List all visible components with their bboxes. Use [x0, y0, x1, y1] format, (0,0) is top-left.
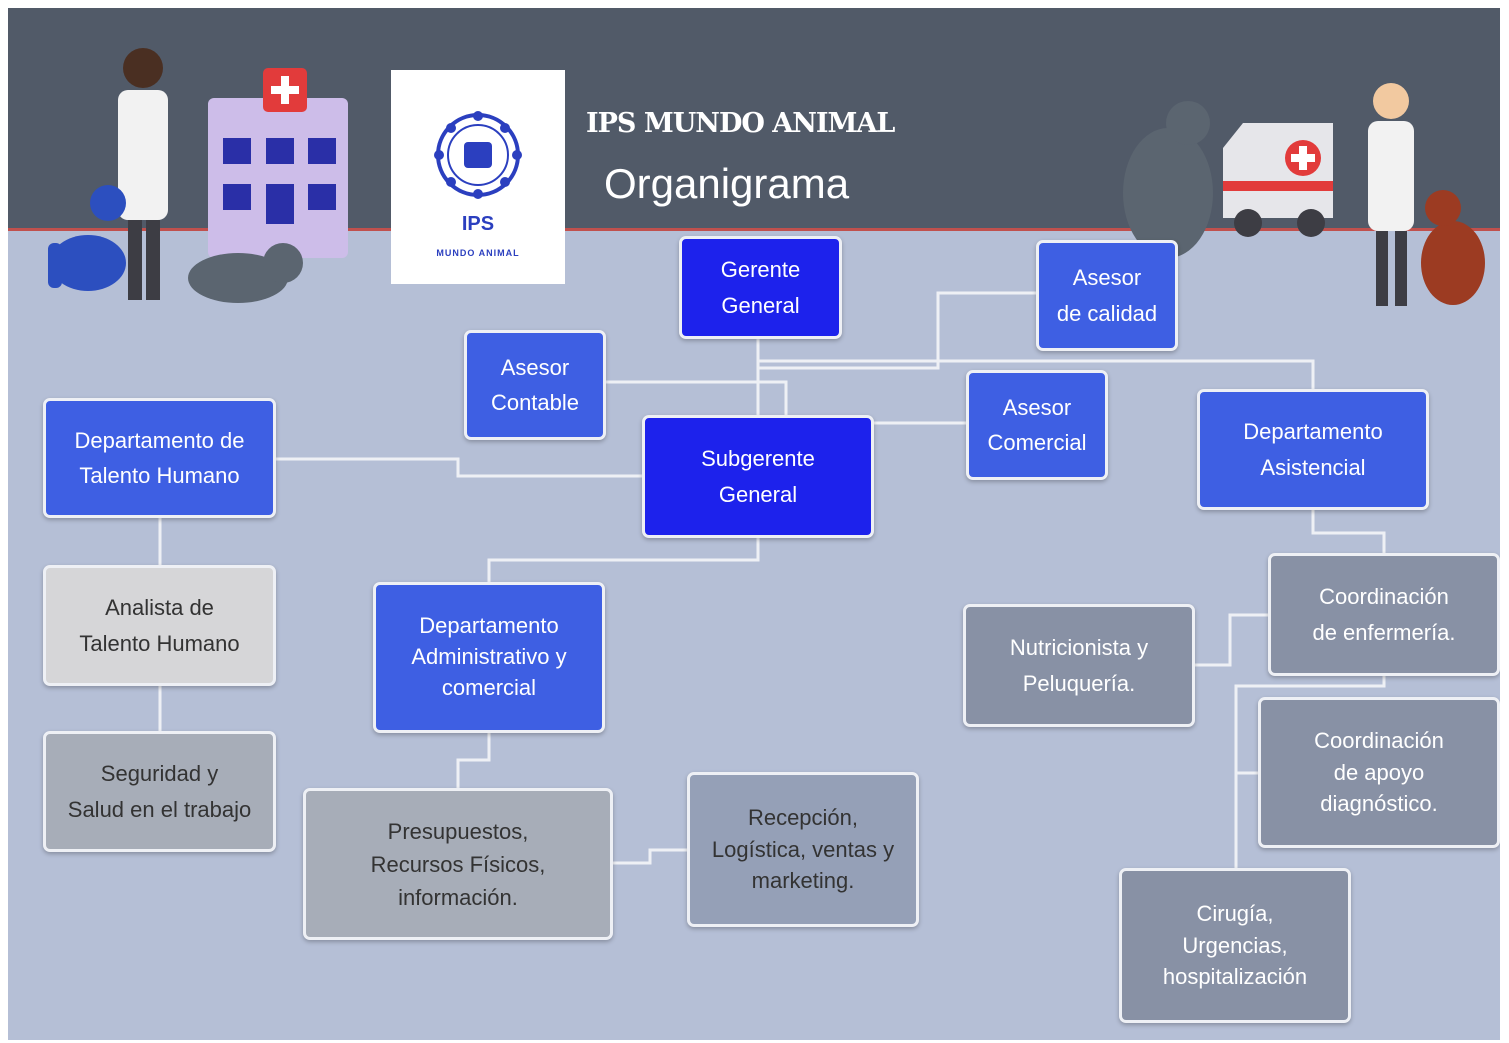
- vet-scene-left: [48, 48, 348, 303]
- cat-icon: [188, 243, 303, 303]
- dog-icon: [1421, 190, 1485, 305]
- cat-icon: [1123, 101, 1213, 258]
- hospital-icon: [208, 68, 348, 258]
- connector-asistencial-enfermeria: [1311, 510, 1386, 553]
- paw-logo-icon: [434, 111, 522, 199]
- brand-title: IPS MUNDO ANIMAL: [586, 108, 895, 139]
- connector-subgerente-admin: [487, 538, 760, 582]
- connector-nutricionista: [1195, 613, 1268, 667]
- connector-contable: [606, 380, 967, 425]
- logo-card: IPS MUNDO ANIMAL: [391, 70, 565, 284]
- logo-text: IPS: [461, 213, 495, 235]
- connector-admin-presupuestos: [456, 733, 491, 788]
- connector-presupuestos-recepcion: [613, 848, 687, 865]
- node-presupuestos: Presupuestos,Recursos Físicos,informació…: [303, 788, 613, 940]
- org-chart-canvas: IPS MUNDO ANIMAL IPS MUNDO ANIMAL Organi…: [8, 8, 1500, 1040]
- vet-scene-right: [1123, 83, 1485, 306]
- connector-lines: [158, 291, 1386, 868]
- page-title: Organigrama: [604, 160, 850, 207]
- ambulance-icon: [1223, 123, 1333, 237]
- doctor-icon: [118, 48, 168, 300]
- connector-gerente-asistencial: [758, 359, 1315, 389]
- nurse-icon: [1368, 83, 1414, 306]
- connector-talento: [276, 457, 642, 478]
- node-cirugia: Cirugía,Urgencias,hospitalización: [1119, 868, 1351, 1023]
- dog-icon: [48, 185, 126, 291]
- logo-subtext: MUNDO ANIMAL: [436, 248, 520, 258]
- connector-gerente-calidad: [758, 291, 1036, 370]
